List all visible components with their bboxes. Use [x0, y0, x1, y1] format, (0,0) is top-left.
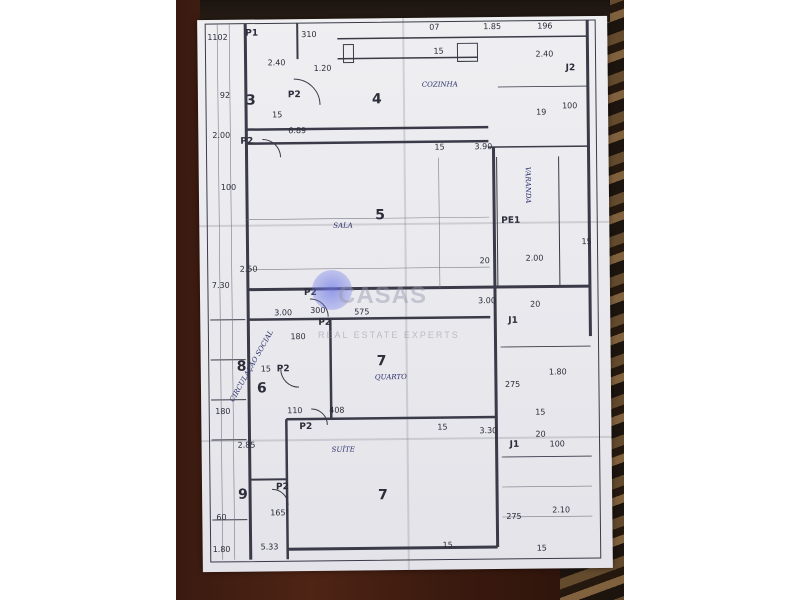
dimension-label: 19: [536, 107, 547, 117]
dimension-label: 20: [535, 429, 546, 439]
floor-plan-drawing: [204, 19, 602, 563]
dimension-label: 07: [429, 22, 440, 32]
dimension-label: 1.85: [483, 21, 502, 32]
dimension-label: 92: [219, 90, 231, 100]
dimension-label: 15: [535, 407, 546, 417]
dimension-label: 20: [479, 256, 490, 266]
room-name-suite: SUÍTE: [331, 445, 355, 454]
watermark-brand: CASAS: [338, 282, 428, 309]
dimension-label: 15: [260, 364, 272, 374]
dimension-label: 2.00: [212, 130, 231, 141]
dimension-label: 5.33: [260, 542, 279, 552]
dimension-label: 20: [530, 299, 541, 309]
room-number-4: 4: [371, 91, 382, 108]
dimension-label: 180: [290, 332, 306, 342]
room-name-sala: SALA: [333, 221, 353, 230]
dimension-label: 15: [433, 46, 444, 56]
dimension-label: 3.00: [478, 296, 496, 306]
dimension-label: 2.85: [237, 440, 256, 450]
door-code-p2: P2: [240, 136, 254, 147]
dimension-label: 2.10: [552, 505, 571, 515]
door-code-p2: P2: [276, 364, 290, 375]
dimension-label: 15: [434, 142, 445, 152]
door-code-p2: P2: [287, 90, 301, 101]
dimension-label: 3.00: [274, 308, 293, 318]
dimension-label: 110: [287, 406, 303, 416]
window-code-j2: J2: [565, 63, 576, 74]
watermark-tagline: REAL ESTATE EXPERTS: [318, 330, 460, 340]
dimension-label: 2.40: [535, 49, 554, 59]
door-code-p2: P2: [299, 421, 313, 433]
room-number-9: 9: [238, 486, 248, 503]
room-name-cozinha: COZINHA: [421, 80, 458, 89]
dimension-label: 15: [581, 237, 592, 247]
dimension-label: 3.30: [479, 426, 498, 436]
door-code-p2: P2: [275, 482, 289, 493]
dimension-label: 15: [536, 543, 547, 553]
floor-plan-paper: 3 4 5 6 7 7 8 9 COZINHA SALA QUARTO SUÍT…: [197, 15, 613, 573]
room-name-varanda: VARANDA: [523, 166, 533, 204]
dimension-label: 2.00: [525, 253, 544, 263]
room-number-6: 6: [256, 380, 267, 397]
room-name-quarto: QUARTO: [374, 372, 407, 382]
dimension-label: 15: [437, 422, 448, 432]
window-code-j1: J1: [509, 439, 520, 450]
dimension-label: 408: [329, 405, 345, 415]
dimension-label: 1.80: [548, 367, 567, 377]
room-number-5: 5: [375, 207, 386, 224]
dimension-label: 2.40: [267, 58, 286, 68]
dimension-label: 275: [504, 379, 521, 389]
dimension-label: 1.80: [212, 544, 231, 555]
dimension-label: 100: [549, 439, 565, 449]
room-number-3: 3: [245, 92, 256, 109]
window-code-pe1: PE1: [501, 215, 521, 226]
dimension-label: 275: [506, 511, 522, 521]
door-code-p1: P1: [245, 28, 259, 39]
dimension-label: 60: [216, 512, 227, 522]
dimension-label: 165⁵: [270, 508, 289, 518]
dimension-label: 15: [272, 110, 283, 120]
dimension-label: 100: [220, 182, 237, 192]
dimension-label: 196: [537, 21, 553, 31]
dimension-label: 100: [561, 101, 578, 111]
room-number-7-suite: 7: [378, 487, 388, 504]
dimension-label: 7.30: [211, 280, 230, 291]
dimension-label: 1.20: [313, 63, 332, 73]
window-code-j1: J1: [508, 315, 518, 326]
dimension-label: 6.89: [288, 126, 307, 136]
dimension-label: 15: [442, 540, 453, 550]
door-code-p2: P2: [318, 317, 332, 328]
watermark-logo-icon: [312, 270, 352, 310]
dimension-label: 2.50: [239, 264, 258, 274]
dimension-label: 1102: [207, 32, 228, 43]
dimension-label: 180: [215, 406, 231, 416]
dimension-label: 310: [301, 29, 317, 40]
room-number-7-quarto: 7: [376, 353, 387, 370]
dimension-label: 3.90: [474, 142, 493, 152]
